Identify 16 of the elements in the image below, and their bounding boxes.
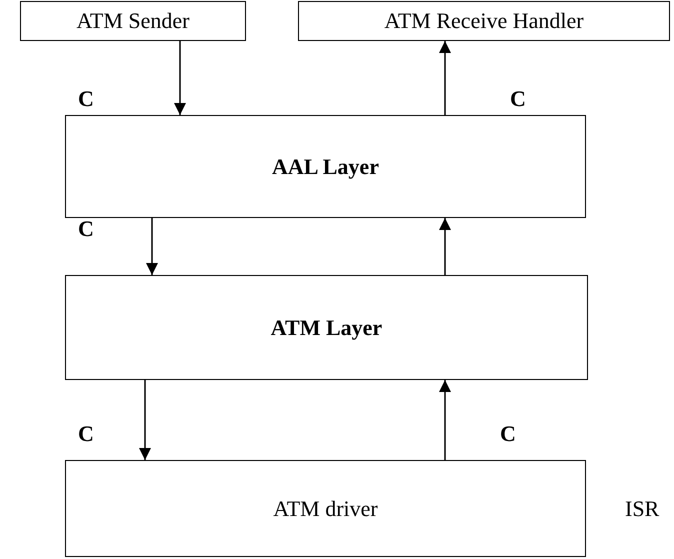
arrow — [439, 380, 451, 460]
arrow — [439, 218, 451, 275]
process-box — [20, 1, 246, 41]
process-box — [65, 115, 586, 218]
box-label: AAL Layer — [272, 154, 379, 180]
box-label: ATM Receive Handler — [384, 8, 584, 34]
process-box — [298, 1, 670, 41]
arrow — [174, 41, 186, 115]
arrow — [439, 41, 451, 115]
arrow — [139, 380, 151, 460]
arrow — [146, 218, 158, 275]
box-label: ATM Sender — [76, 8, 190, 34]
process-box — [65, 275, 588, 380]
box-label: ATM driver — [273, 496, 378, 522]
box-label: ATM Layer — [270, 314, 382, 340]
process-box — [65, 460, 586, 557]
